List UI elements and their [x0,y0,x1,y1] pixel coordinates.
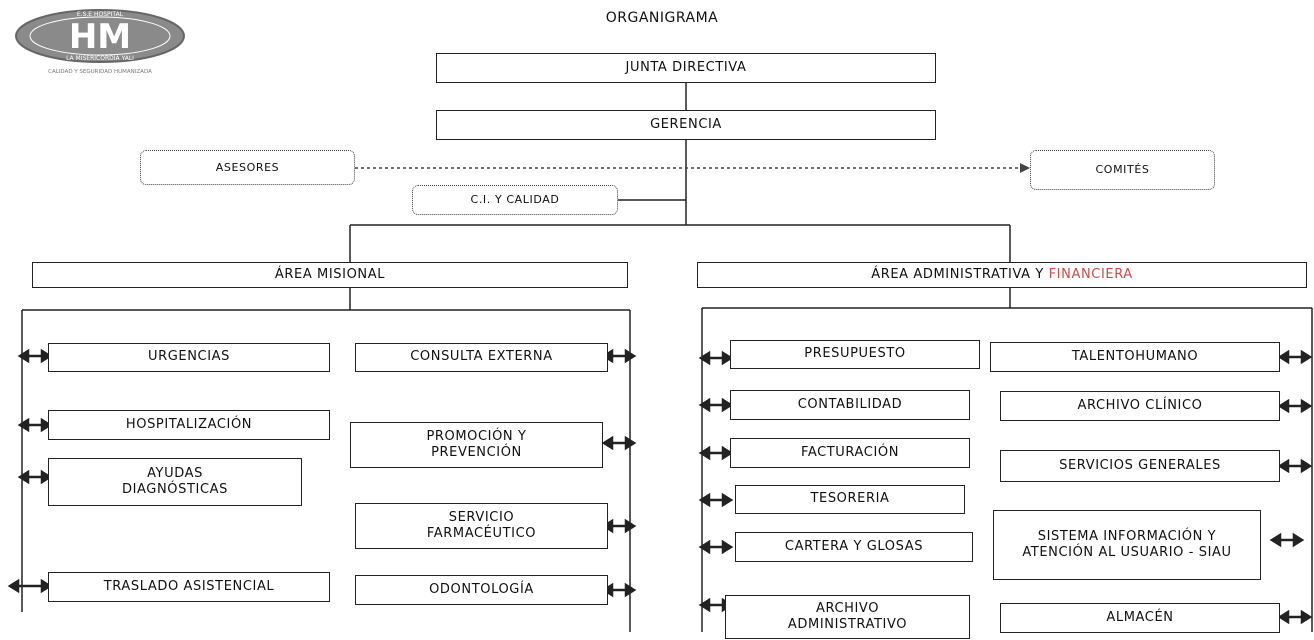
page-title: ORGANIGRAMA [0,10,1314,26]
node-tesoreria-label: TESORERIA [810,491,890,507]
node-hospitalizacion: HOSPITALIZACIÓN [48,410,330,440]
node-area-misional-label: ÁREA MISIONAL [274,266,386,282]
node-area-administrativa-label: ÁREA ADMINISTRATIVA Y [871,266,1044,282]
node-archivo-clinico: ARCHIVO CLÍNICO [1000,391,1280,421]
node-odontologia: ODONTOLOGÍA [355,575,608,605]
node-tesoreria: TESORERIA [735,485,965,514]
node-promocion-prevencion: PROMOCIÓN Y PREVENCIÓN [350,422,603,468]
node-archivo-clinico-label: ARCHIVO CLÍNICO [1077,397,1203,413]
node-traslado-asistencial-label: TRASLADO ASISTENCIAL [103,578,275,594]
node-servicios-generales-label: SERVICIOS GENERALES [1059,457,1221,473]
node-comites: COMITÉS [1030,150,1215,190]
node-facturacion-label: FACTURACIÓN [800,444,900,460]
node-talento-humano-label: TALENTOHUMANO [1071,348,1199,364]
node-area-administrativa: ÁREA ADMINISTRATIVA Y FINANCIERA [697,262,1307,288]
node-odontologia-label: ODONTOLOGÍA [429,581,534,597]
node-almacen: ALMACÉN [1000,603,1280,633]
node-consulta-externa: CONSULTA EXTERNA [355,343,608,372]
node-gerencia-label: GERENCIA [650,116,722,132]
logo-caption: CALIDAD Y SEGURIDAD HUMANIZADA [48,69,152,75]
node-promocion-prevencion-label: PROMOCIÓN Y PREVENCIÓN [426,428,527,460]
node-siau: SISTEMA INFORMACIÓN Y ATENCIÓN AL USUARI… [993,510,1261,580]
node-comites-label: COMITÉS [1095,163,1150,177]
node-presupuesto: PRESUPUESTO [730,340,980,369]
node-ci-calidad: C.I. Y CALIDAD [412,185,618,215]
node-area-administrativa-accent: FINANCIERA [1048,266,1133,282]
node-asesores: ASESORES [140,150,355,185]
logo-arc-bottom: LA MISERICORDIA YALI [66,55,134,62]
node-servicio-farmaceutico-label: SERVICIO FARMACÉUTICO [426,509,537,541]
node-talento-humano: TALENTOHUMANO [990,342,1280,372]
node-contabilidad: CONTABILIDAD [730,390,970,420]
node-hospitalizacion-label: HOSPITALIZACIÓN [125,416,253,432]
page-title-text: ORGANIGRAMA [605,10,719,26]
node-junta-directiva-label: JUNTA DIRECTIVA [625,59,747,75]
node-traslado-asistencial: TRASLADO ASISTENCIAL [48,572,330,602]
node-servicios-generales: SERVICIOS GENERALES [1000,450,1280,482]
node-servicio-farmaceutico: SERVICIO FARMACÉUTICO [355,503,608,549]
node-urgencias: URGENCIAS [48,343,330,372]
node-gerencia: GERENCIA [436,110,936,140]
node-ayudas-diagnosticas: AYUDAS DIAGNÓSTICAS [48,458,302,506]
node-junta-directiva: JUNTA DIRECTIVA [436,53,936,83]
node-almacen-label: ALMACÉN [1106,609,1174,625]
node-ayudas-diagnosticas-label: AYUDAS DIAGNÓSTICAS [122,465,228,497]
node-archivo-administrativo: ARCHIVO ADMINISTRATIVO [725,595,970,639]
node-ci-calidad-label: C.I. Y CALIDAD [470,193,560,207]
node-urgencias-label: URGENCIAS [147,349,231,365]
hospital-logo: HM E.S.E HOSPITAL LA MISERICORDIA YALI C… [15,9,185,75]
node-siau-label: SISTEMA INFORMACIÓN Y ATENCIÓN AL USUARI… [1022,528,1232,560]
node-archivo-administrativo-label: ARCHIVO ADMINISTRATIVO [787,600,908,632]
node-asesores-label: ASESORES [215,160,280,174]
node-area-misional: ÁREA MISIONAL [32,262,628,288]
logo-arc-top: E.S.E HOSPITAL [77,11,124,18]
arrow-to-comites [1020,163,1030,173]
node-presupuesto-label: PRESUPUESTO [804,346,906,362]
node-contabilidad-label: CONTABILIDAD [797,396,903,412]
node-cartera-glosas-label: CARTERA Y GLOSAS [784,538,924,554]
node-consulta-externa-label: CONSULTA EXTERNA [410,349,553,365]
logo-mark: HM [69,17,131,57]
node-facturacion: FACTURACIÓN [730,438,970,468]
node-cartera-glosas: CARTERA Y GLOSAS [735,532,973,562]
